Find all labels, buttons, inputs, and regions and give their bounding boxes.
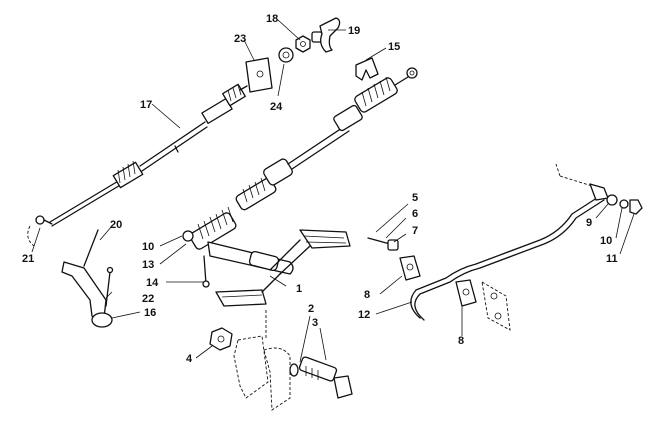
callout-11: 11 [606, 253, 618, 265]
callout-12: 12 [358, 309, 370, 321]
bolt-and-frame [209, 310, 353, 411]
callout-10a: 10 [142, 241, 154, 253]
callout-5: 5 [412, 192, 418, 204]
callout-10b: 10 [600, 235, 612, 247]
callout-1: 1 [296, 283, 302, 295]
callout-19: 19 [348, 25, 360, 37]
callout-7: 7 [412, 225, 418, 237]
callout-2: 2 [308, 303, 314, 315]
callout-3: 3 [312, 317, 318, 329]
callout-labels: 1 2 3 4 5 6 7 8 8 9 10 10 11 12 13 14 15… [22, 13, 618, 365]
callout-17: 17 [140, 99, 152, 111]
callout-13: 13 [142, 259, 154, 271]
callout-22: 22 [142, 293, 154, 305]
callout-24: 24 [270, 101, 283, 113]
cable-17 [35, 83, 248, 227]
callout-4: 4 [186, 353, 193, 365]
cable-15 [182, 67, 418, 250]
linkage-rod [367, 163, 643, 331]
callout-20: 20 [110, 219, 122, 231]
callout-15: 15 [388, 41, 400, 53]
callout-8a: 8 [364, 289, 370, 301]
callout-9: 9 [586, 217, 592, 229]
callout-23: 23 [234, 33, 246, 45]
callout-21: 21 [22, 253, 34, 265]
callout-8b: 8 [458, 335, 464, 347]
callout-18: 18 [266, 13, 278, 25]
callout-16: 16 [144, 307, 156, 319]
brake-pedal [202, 229, 351, 307]
leader-lines [31, 19, 635, 363]
lever-16 [27, 225, 114, 328]
callout-14: 14 [146, 277, 159, 289]
callout-6: 6 [412, 208, 418, 220]
